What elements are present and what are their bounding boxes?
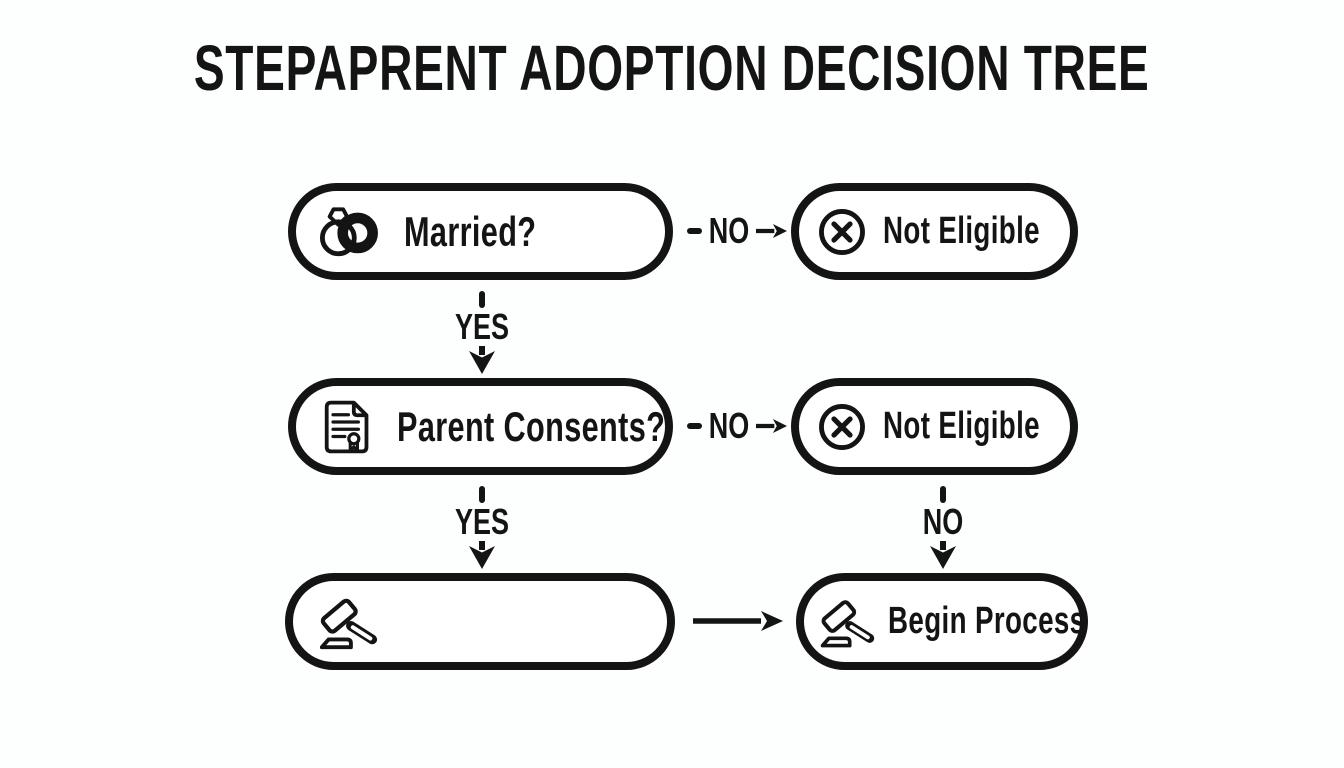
edge-not-eligible-2-no: NO	[909, 486, 977, 570]
edge-consents-no-label: NO	[708, 404, 750, 446]
node-parent-consents-label: Parent Consents?	[397, 402, 666, 450]
circle-x-icon	[817, 402, 867, 452]
arrow-down-icon	[469, 346, 495, 375]
edge-dash	[687, 227, 702, 235]
node-not-eligible-1-label: Not Eligible	[883, 210, 1040, 252]
diagram-title-text: STEPAPRENT ADOPTION DECISION TREE	[194, 32, 1150, 104]
node-begin-process: Begin Process	[796, 573, 1088, 670]
edge-court-to-begin	[693, 608, 783, 634]
wedding-rings-icon	[316, 203, 380, 261]
node-not-eligible-2-label: Not Eligible	[883, 405, 1040, 447]
arrow-right-icon	[756, 223, 787, 239]
node-married: Married?	[288, 183, 673, 280]
edge-married-no-label: NO	[708, 209, 750, 251]
edge-dash	[939, 486, 947, 503]
edge-married-yes-label: YES	[454, 306, 510, 347]
consent-document-icon	[324, 399, 371, 455]
edge-consents-no: NO	[687, 400, 787, 452]
arrow-right-icon	[756, 418, 787, 434]
node-not-eligible-1: Not Eligible	[791, 183, 1078, 280]
arrow-right-icon	[693, 611, 783, 631]
arrow-down-icon	[469, 541, 495, 570]
node-parent-consents: Parent Consents?	[288, 378, 673, 475]
edge-consents-yes-label: YES	[454, 501, 510, 542]
circle-x-icon	[817, 207, 867, 257]
node-begin-process-label: Begin Process	[888, 600, 1086, 642]
node-not-eligible-2: Not Eligible	[791, 378, 1078, 475]
node-married-label: Married?	[404, 207, 537, 255]
edge-not-eligible-2-no-label: NO	[922, 501, 964, 542]
edge-dash	[478, 291, 486, 308]
edge-married-yes: YES	[448, 291, 516, 375]
arrow-down-icon	[930, 541, 956, 570]
edge-dash	[478, 486, 486, 503]
gavel-icon	[317, 593, 379, 651]
gavel-icon	[818, 595, 876, 649]
edge-consents-yes: YES	[448, 486, 516, 570]
diagram-title: STEPAPRENT ADOPTION DECISION TREE	[0, 36, 1344, 100]
edge-dash	[687, 422, 702, 430]
node-court-step	[285, 573, 675, 670]
edge-married-no: NO	[687, 205, 787, 257]
